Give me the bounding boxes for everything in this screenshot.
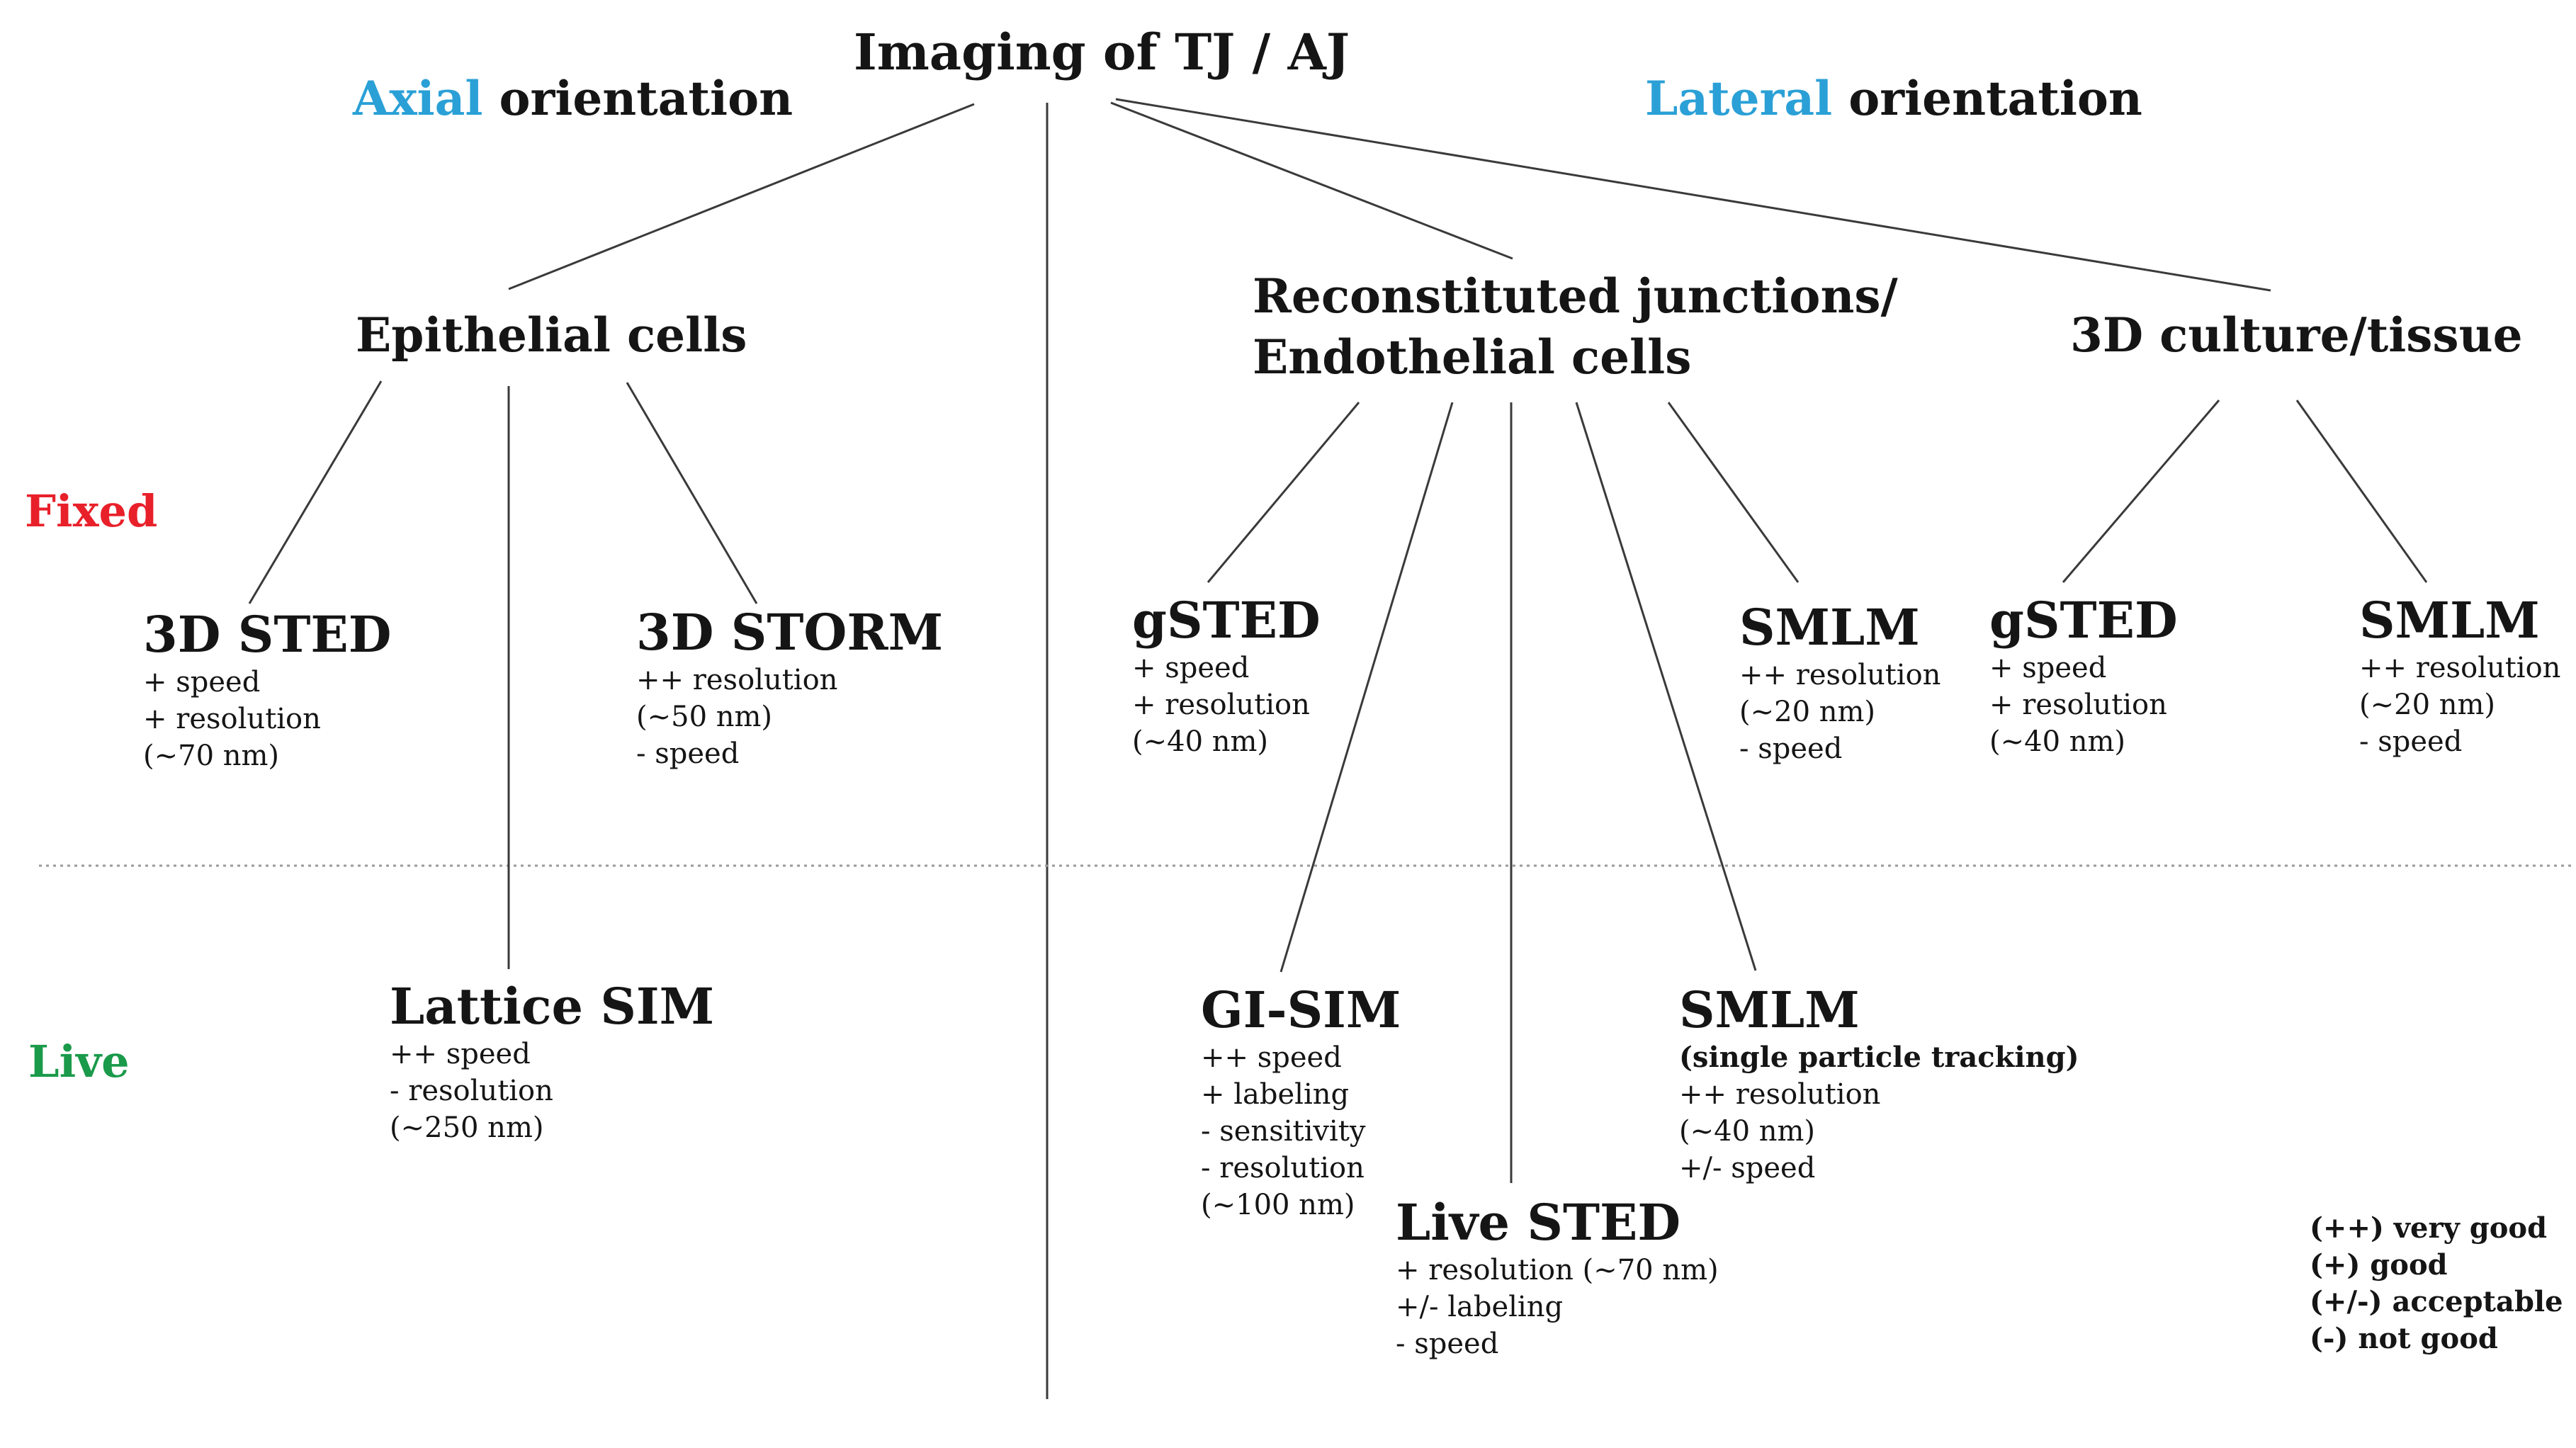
method-name: 3D STORM (636, 603, 944, 662)
row-label-fixed: Fixed (25, 485, 158, 537)
method-properties: ++ speed - resolution (~250 nm) (390, 1036, 714, 1146)
method-properties: + speed + resolution (~70 nm) (143, 664, 391, 774)
method-property: +/- labeling (1396, 1291, 1564, 1323)
method-property: + resolution (~70 nm) (1396, 1254, 1719, 1286)
lateral-orientation-header: Lateral orientation (1645, 71, 2142, 126)
method-properties: ++ resolution (~20 nm) - speed (2359, 650, 2560, 760)
edge-culture-smlm (2295, 400, 2428, 583)
diagram-title: Imaging of TJ / AJ (854, 23, 1350, 81)
method-property: (~20 nm) (2359, 689, 2496, 721)
method-property: (~40 nm) (1132, 725, 1269, 758)
method-smlm-3d-culture: SMLM ++ resolution (~20 nm) - speed (2359, 592, 2560, 760)
method-smlm-live: SMLM (single particle tracking) ++ resol… (1679, 981, 2079, 1187)
method-properties: ++ resolution (~20 nm) - speed (1739, 657, 1941, 767)
method-name: Live STED (1396, 1193, 1681, 1252)
method-name: GI-SIM (1201, 980, 1401, 1039)
method-property: ++ speed (390, 1038, 531, 1070)
method-name: Lattice SIM (390, 977, 715, 1036)
edge-root-culture (1115, 98, 2271, 292)
method-gsted-3d-culture: gSTED + speed + resolution (~40 nm) (1989, 592, 2178, 760)
method-name: 3D STED (143, 605, 392, 664)
edge-root-reconstituted (1110, 101, 1513, 260)
method-property: + resolution (143, 703, 321, 735)
method-name: SMLM (1739, 598, 1920, 657)
row-label-live: Live (28, 1036, 130, 1087)
method-smlm-reconstituted-fixed: SMLM ++ resolution (~20 nm) - speed (1739, 599, 1941, 767)
method-property: + resolution (1132, 689, 1310, 721)
method-properties: ++ resolution (~40 nm) +/- speed (1679, 1076, 2079, 1187)
method-property: ++ resolution (2359, 652, 2561, 684)
method-properties: ++ resolution (~50 nm) - speed (636, 662, 943, 772)
method-property: (~100 nm) (1201, 1189, 1355, 1221)
method-property: + speed (1132, 652, 1250, 684)
legend-item: (+/-) acceptable (2310, 1285, 2563, 1318)
edge-recon-smlm-fixed (1667, 402, 1800, 583)
category-epithelial-cells: Epithelial cells (356, 307, 747, 363)
method-property: ++ resolution (1679, 1078, 1881, 1111)
method-property: ++ speed (1201, 1041, 1342, 1074)
method-gsted-reconstituted: gSTED + speed + resolution (~40 nm) (1132, 592, 1321, 760)
legend-item: (+) good (2310, 1248, 2448, 1282)
method-property: + speed (143, 666, 261, 698)
lateral-orientation-rest: orientation (1832, 71, 2142, 126)
edge-recon-smlm-live (1575, 402, 1757, 971)
method-property: (~250 nm) (390, 1112, 544, 1144)
method-property: - resolution (1201, 1152, 1365, 1184)
category-reconstituted-line-2: Endothelial cells (1253, 329, 1692, 385)
method-property: - speed (1396, 1328, 1499, 1360)
method-3d-storm: 3D STORM ++ resolution (~50 nm) - speed (636, 604, 943, 772)
axial-word: Axial (353, 71, 483, 126)
method-property: - resolution (390, 1075, 553, 1107)
method-properties: + speed + resolution (~40 nm) (1989, 650, 2178, 760)
method-name: SMLM (2359, 591, 2540, 650)
method-property: + resolution (1989, 689, 2167, 721)
method-properties: + resolution (~70 nm) +/- labeling - spe… (1396, 1252, 1719, 1362)
method-property: (~40 nm) (1679, 1115, 1816, 1148)
edge-recon-gsted (1207, 402, 1360, 583)
category-reconstituted-junctions: Reconstituted junctions/ Endothelial cel… (1253, 266, 1898, 388)
legend-item: (-) not good (2310, 1322, 2498, 1355)
method-property: (~70 nm) (143, 740, 280, 772)
method-property: + labeling (1201, 1078, 1350, 1111)
method-property: - speed (1739, 733, 1843, 765)
rating-legend: (++) very good (+) good (+/-) acceptable… (2310, 1210, 2563, 1357)
axial-orientation-rest: orientation (482, 71, 793, 126)
method-property: - sensitivity (1201, 1115, 1366, 1148)
category-reconstituted-line-1: Reconstituted junctions/ (1253, 268, 1898, 324)
edge-recon-gi-sim (1279, 402, 1454, 973)
method-property: ++ resolution (1739, 659, 1941, 691)
edge-epithelial-3dsted (248, 380, 383, 604)
method-subtitle: (single particle tracking) (1679, 1041, 2079, 1074)
method-property: + speed (1989, 652, 2107, 684)
method-properties: + speed + resolution (~40 nm) (1132, 650, 1321, 760)
edge-epithelial-3dstorm (626, 382, 758, 604)
method-live-sted: Live STED + resolution (~70 nm) +/- labe… (1396, 1194, 1719, 1362)
category-3d-culture-tissue: 3D culture/tissue (2070, 307, 2523, 363)
method-gi-sim: GI-SIM ++ speed + labeling - sensitivity… (1201, 981, 1401, 1223)
lateral-word: Lateral (1645, 71, 1833, 126)
method-3d-sted: 3D STED + speed + resolution (~70 nm) (143, 606, 391, 774)
method-name: gSTED (1989, 591, 2178, 650)
method-property: +/- speed (1679, 1152, 1816, 1184)
method-properties: ++ speed + labeling - sensitivity - reso… (1201, 1039, 1401, 1223)
legend-item: (++) very good (2310, 1211, 2548, 1245)
method-property: (~40 nm) (1989, 725, 2126, 758)
method-lattice-sim: Lattice SIM ++ speed - resolution (~250 … (390, 978, 714, 1146)
method-property: ++ resolution (636, 664, 838, 696)
method-name: gSTED (1132, 591, 1321, 650)
method-property: - speed (2359, 725, 2463, 758)
edge-culture-gsted (2062, 400, 2220, 583)
method-property: (~50 nm) (636, 701, 773, 733)
method-property: - speed (636, 737, 740, 770)
method-name: SMLM (1679, 980, 1860, 1039)
edge-root-epithelial (508, 103, 975, 290)
method-property: (~20 nm) (1739, 696, 1876, 728)
axial-orientation-header: Axial orientation (353, 71, 793, 126)
